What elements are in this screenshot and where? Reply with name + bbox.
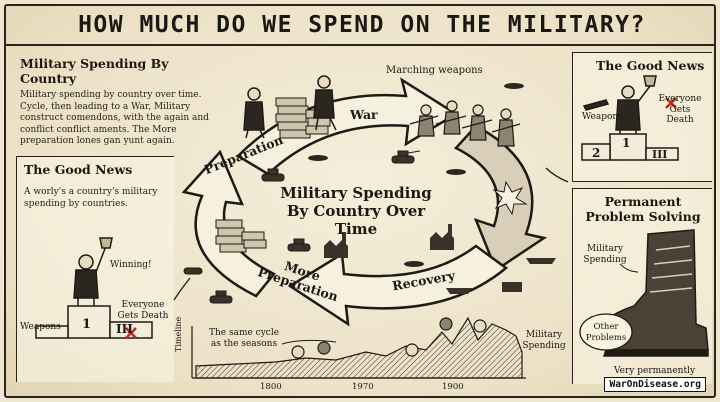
left-good-news-body: A worly's a country's military spending … bbox=[24, 187, 158, 209]
right-weapons-label: Weapons bbox=[582, 112, 623, 122]
factories bbox=[324, 224, 522, 292]
right-podium-first: 1 bbox=[622, 136, 631, 150]
boot-military-spending-label: Military Spending bbox=[583, 244, 627, 265]
war-label: War bbox=[350, 107, 378, 122]
right-podium-second: 2 bbox=[592, 146, 601, 160]
recovery-arrow bbox=[287, 244, 509, 327]
cycle-ring bbox=[181, 77, 548, 327]
left-good-news-heading: The Good News bbox=[24, 162, 133, 177]
winning-label: Winning! bbox=[110, 260, 152, 270]
left-connector-arrow bbox=[173, 277, 191, 301]
right-podium-third: III bbox=[652, 148, 668, 161]
spending-area bbox=[195, 316, 523, 379]
right-connector-arrow bbox=[545, 167, 569, 183]
soldiers bbox=[409, 100, 521, 147]
illustration-layer bbox=[35, 75, 709, 379]
poster-frame: HOW MUCH DO WE SPEND ON THE MILITARY? Mi… bbox=[4, 4, 716, 398]
timeline-axis-label: Timeline bbox=[174, 316, 183, 352]
tanks bbox=[183, 150, 421, 304]
other-problems-bubble bbox=[579, 313, 633, 351]
left-podium-first: 1 bbox=[82, 317, 92, 332]
cycle-center-label: Military Spending By Country Over Time bbox=[280, 184, 432, 238]
preparation-arrow bbox=[181, 149, 276, 298]
right-everyone-gets-death: Everyone Gets Death bbox=[658, 94, 702, 125]
descend-arrow bbox=[453, 124, 548, 272]
right-red-x bbox=[665, 97, 677, 109]
timeline-note: The same cycle as the seasons bbox=[208, 328, 280, 349]
right-problem-heading: Permanent Problem Solving bbox=[585, 194, 701, 224]
left-weapons-label: Weapons bbox=[20, 322, 61, 332]
left-podium bbox=[35, 237, 153, 339]
timeline-tick-2: 1970 bbox=[352, 382, 374, 392]
left-good-news: The Good News A worly's a country's mili… bbox=[24, 162, 164, 210]
credit-link[interactable]: WarOnDisease.org bbox=[604, 377, 706, 392]
marching-weapons-label: Marching weapons bbox=[386, 65, 483, 76]
other-problems-label: Other Problems bbox=[585, 322, 627, 343]
timeline-chart bbox=[191, 316, 526, 379]
ships bbox=[446, 258, 556, 294]
left-red-x bbox=[125, 327, 137, 339]
right-podium bbox=[581, 75, 679, 161]
left-intro-heading: Military Spending By Country bbox=[20, 56, 169, 86]
right-good-news-heading: The Good News bbox=[596, 58, 705, 73]
politicians-top bbox=[243, 75, 337, 139]
left-intro-body: Military spending by country over time. … bbox=[20, 90, 209, 146]
left-everyone-gets-death: Everyone Gets Death bbox=[117, 300, 169, 321]
timeline-series-label: Military Spending bbox=[522, 330, 566, 351]
title-bar: HOW MUCH DO WE SPEND ON THE MILITARY? bbox=[6, 6, 714, 46]
left-podium-third: III bbox=[116, 322, 133, 336]
page-title: HOW MUCH DO WE SPEND ON THE MILITARY? bbox=[78, 12, 646, 38]
left-intro: Military Spending By Country Military sp… bbox=[20, 56, 216, 148]
explosion bbox=[492, 180, 528, 216]
timeline-tick-1: 1800 bbox=[260, 382, 282, 392]
missiles bbox=[308, 83, 524, 267]
very-permanently-label: Very permanently bbox=[614, 366, 696, 376]
spending-pointer bbox=[619, 263, 639, 273]
timeline-tick-3: 1900 bbox=[442, 382, 464, 392]
left-good-news-panel bbox=[16, 156, 174, 382]
